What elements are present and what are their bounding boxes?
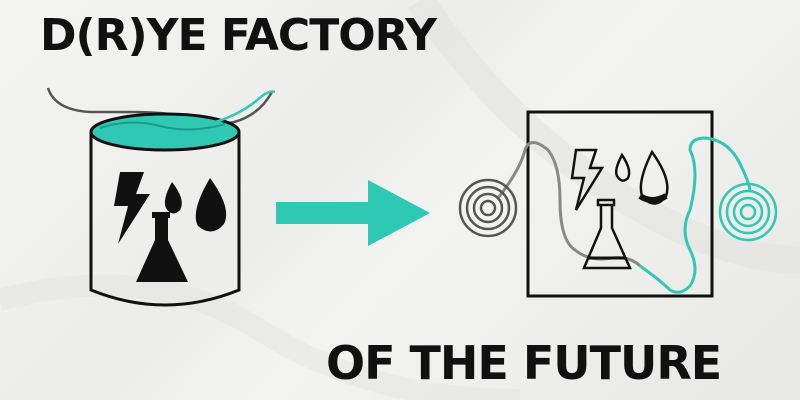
barrel-icon <box>46 87 276 307</box>
arrow-right-icon <box>276 180 430 246</box>
factory-box-icon <box>496 110 752 298</box>
flask-icon <box>136 212 188 282</box>
teal-spool-icon <box>718 182 778 242</box>
lightning-icon <box>114 172 150 244</box>
title-top: D(R)YE FACTORY <box>40 10 437 61</box>
gray-spool-icon <box>458 178 518 238</box>
title-bottom: OF THE FUTURE <box>326 336 722 390</box>
droplet-icon <box>164 178 227 232</box>
